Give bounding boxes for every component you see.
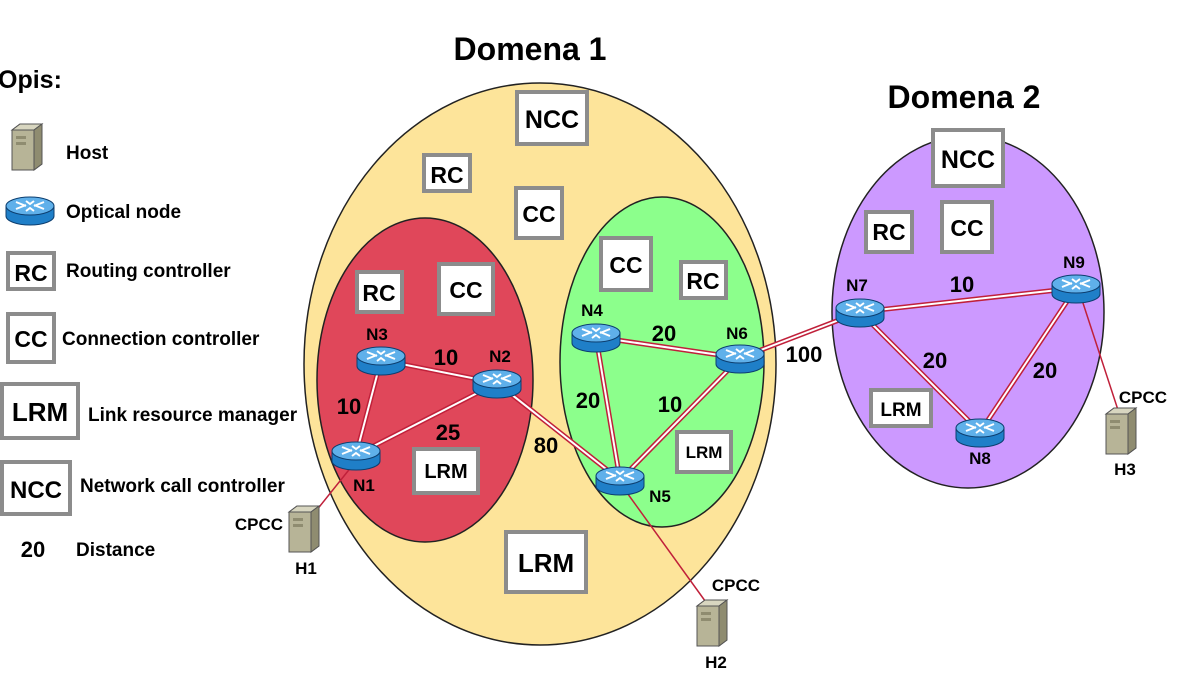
link-distance-label: 20 — [1033, 358, 1057, 383]
optical-node-icon — [1051, 274, 1101, 304]
rc-box — [679, 260, 728, 300]
legend-symbol: CC — [14, 326, 47, 352]
legend-label: Optical node — [66, 202, 181, 223]
legend-symbol: RC — [14, 260, 47, 286]
link-distance-label: 20 — [652, 321, 676, 346]
lrm-box — [504, 530, 588, 594]
ncc-box — [931, 128, 1005, 188]
node-label: N8 — [969, 449, 991, 468]
optical-node-icon — [472, 369, 522, 399]
optical-node-icon — [595, 466, 645, 496]
legend: Opis: Host Optical node RC Routing contr… — [0, 66, 298, 562]
optical-node-icon — [955, 418, 1005, 448]
link-distance-label: 80 — [534, 433, 558, 458]
optical-node-icon — [5, 196, 55, 226]
legend-label: Host — [66, 143, 109, 164]
ncc-box-label: NCC — [941, 146, 995, 174]
rc-box — [422, 153, 472, 193]
lrm-box-label: LRM — [880, 400, 921, 421]
link-distance-label: 100 — [786, 342, 823, 367]
lrm-box — [869, 388, 933, 428]
host-icon — [696, 599, 728, 647]
link-distance-label: 25 — [436, 420, 460, 445]
rc-box-label: RC — [362, 280, 395, 306]
cc-box — [437, 262, 495, 316]
ncc-box-label: NCC — [525, 106, 579, 134]
legend-label: Routing controller — [66, 261, 231, 282]
node-label: N5 — [649, 487, 671, 506]
rc-box-label: RC — [686, 268, 719, 294]
cc-box-label: CC — [950, 215, 983, 241]
cc-box — [940, 200, 994, 254]
legend-title: Opis: — [0, 66, 62, 94]
link-distance-label: 20 — [923, 348, 947, 373]
legend-label: Link resource manager — [88, 405, 298, 426]
node-label: N6 — [726, 324, 748, 343]
host-label: H3 — [1114, 460, 1136, 479]
cc-box-label: CC — [609, 252, 642, 278]
ncc-box — [515, 90, 589, 146]
domain-1-title: Domena 1 — [454, 31, 607, 67]
host-client-label: CPCC — [712, 576, 760, 595]
host-client-label: CPCC — [1119, 388, 1167, 407]
rc-box-label: RC — [872, 219, 905, 245]
host-icon — [1105, 407, 1137, 455]
node-label: N7 — [846, 276, 868, 295]
cc-box-label: CC — [522, 201, 555, 227]
optical-node-icon — [571, 323, 621, 353]
legend-label: Network call controller — [80, 476, 285, 497]
node-label: N1 — [353, 476, 375, 495]
legend-label: Connection controller — [62, 329, 260, 350]
host-icon — [11, 123, 43, 171]
lrm-box-label: LRM — [424, 461, 467, 483]
link-distance-label: 10 — [434, 345, 458, 370]
host-label: H2 — [705, 653, 727, 672]
legend-label: Distance — [76, 540, 155, 561]
links — [311, 285, 1119, 606]
optical-node-icon — [331, 441, 381, 471]
cc-box — [599, 236, 653, 292]
legend-ncc-box — [0, 460, 72, 516]
optical-node-icon — [356, 346, 406, 376]
link-distance-label: 10 — [337, 394, 361, 419]
legend-cc-box — [6, 312, 56, 364]
link-distance-label: 10 — [658, 392, 682, 417]
rc-box — [355, 270, 404, 314]
host-label: H1 — [295, 559, 317, 578]
node-label: N2 — [489, 347, 511, 366]
cc-box-label: CC — [449, 277, 482, 303]
legend-rc-box — [6, 251, 56, 291]
legend-symbol: 20 — [21, 537, 45, 562]
cc-box — [514, 186, 564, 240]
lrm-box-label: LRM — [518, 548, 574, 578]
lrm-box-label: LRM — [686, 443, 723, 462]
host-icon — [288, 505, 320, 553]
rc-box — [864, 210, 914, 254]
node-label: N9 — [1063, 253, 1085, 272]
host-client-label: CPCC — [235, 515, 283, 534]
node-label: N3 — [366, 325, 388, 344]
domain-2-title: Domena 2 — [888, 79, 1041, 115]
rc-box-label: RC — [430, 162, 463, 188]
link-distance-label: 10 — [950, 272, 974, 297]
legend-lrm-box — [0, 382, 80, 440]
link-distance-label: 20 — [576, 388, 600, 413]
lrm-box — [412, 447, 480, 495]
lrm-box — [675, 430, 733, 474]
legend-symbol: NCC — [10, 477, 62, 504]
optical-node-icon — [715, 344, 765, 374]
legend-symbol: LRM — [12, 397, 68, 427]
node-label: N4 — [581, 301, 603, 320]
optical-node-icon — [835, 298, 885, 328]
